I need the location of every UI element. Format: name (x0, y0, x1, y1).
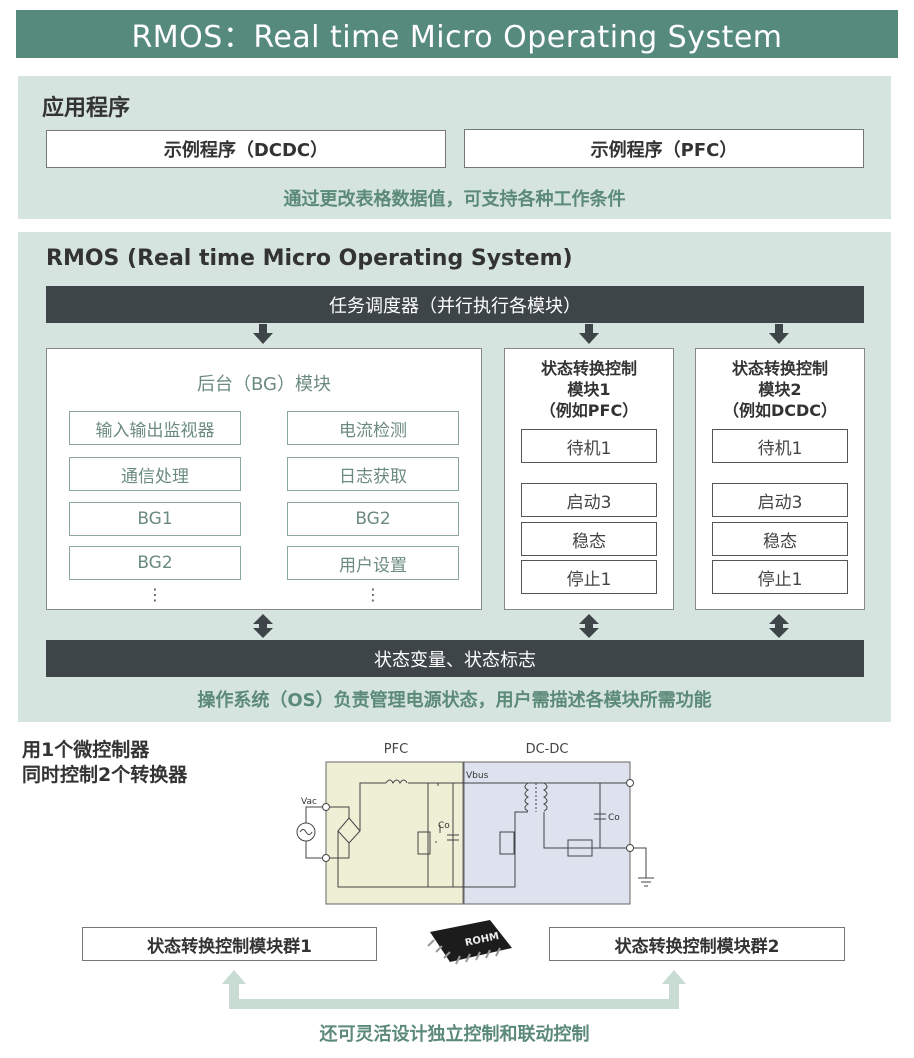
application-heading: 应用程序 (42, 96, 131, 121)
bg-item: 输入输出监视器 (69, 411, 241, 445)
task-scheduler-bar: 任务调度器（并行执行各模块） (46, 286, 864, 323)
state-item: 稳态 (712, 522, 848, 556)
bg-item: BG2 (287, 502, 459, 536)
bridge-rectifier-icon (337, 817, 361, 844)
state-item: 待机1 (521, 429, 657, 463)
bg-item: 日志获取 (287, 457, 459, 491)
rmos-note: 操作系统（OS）负责管理电源状态，用户需描述各模块所需功能 (197, 690, 712, 711)
down-arrow-icon (769, 324, 789, 344)
bottom-note: 还可灵活设计独立控制和联动控制 (319, 1024, 590, 1045)
down-arrow-icon (253, 324, 273, 344)
bg-module-title: 后台（BG）模块 (197, 374, 331, 395)
transformer-icon (524, 782, 529, 812)
rmos-heading: RMOS (Real time Micro Operating System) (46, 246, 573, 271)
example-pfc: 示例程序（PFC） (464, 129, 864, 168)
state-variables-bar: 状态变量、状态标志 (46, 640, 864, 677)
state-item: 稳态 (521, 522, 657, 556)
application-note: 通过更改表格数据值，可支持各种工作条件 (283, 189, 626, 210)
bottom-caption: 用1个微控制器 同时控制2个转换器 (22, 739, 188, 786)
bg-item: 电流检测 (287, 411, 459, 445)
state-module-2-title: 状态转换控制 模块2 （例如DCDC） (722, 358, 838, 420)
state-item: 启动3 (712, 483, 848, 517)
state-group-2: 状态转换控制模块群2 (549, 927, 845, 961)
state-module-1-title: 状态转换控制 模块1 （例如PFC） (539, 358, 639, 420)
bg-item: 通信处理 (69, 457, 241, 491)
dcdc-label: DC-DC (525, 742, 569, 757)
double-arrow-icon (579, 614, 599, 638)
link-arrow-icon (222, 970, 686, 1009)
state-item: 启动3 (521, 483, 657, 517)
bg-item: 用户设置 (287, 546, 459, 580)
circuit-diagram: Vac Vbus Co Co (296, 761, 654, 905)
arrows-layer (253, 324, 789, 638)
state-item: 停止1 (712, 560, 848, 594)
vbus-label: Vbus (466, 771, 489, 781)
ground-icon (634, 847, 654, 887)
bg-item: BG1 (69, 502, 241, 536)
co-label: Co (608, 813, 620, 823)
state-item: 待机1 (712, 429, 848, 463)
example-dcdc: 示例程序（DCDC） (46, 130, 446, 168)
bg-item: BG2 (69, 546, 241, 580)
down-arrow-icon (579, 324, 599, 344)
inductor-icon (385, 779, 408, 784)
ellipsis: ⋮ (365, 584, 381, 604)
vac-label: Vac (301, 797, 317, 807)
state-group-1: 状态转换控制模块群1 (82, 927, 377, 961)
page-title: RMOS：Real time Micro Operating System (16, 10, 898, 58)
microcontroller-chip-icon: ROHM (427, 920, 512, 965)
state-item: 停止1 (521, 560, 657, 594)
double-arrow-icon (253, 614, 273, 638)
pfc-label: PFC (383, 742, 409, 757)
double-arrow-icon (769, 614, 789, 638)
co-label: Co (438, 821, 450, 831)
ellipsis: ⋮ (147, 584, 163, 604)
